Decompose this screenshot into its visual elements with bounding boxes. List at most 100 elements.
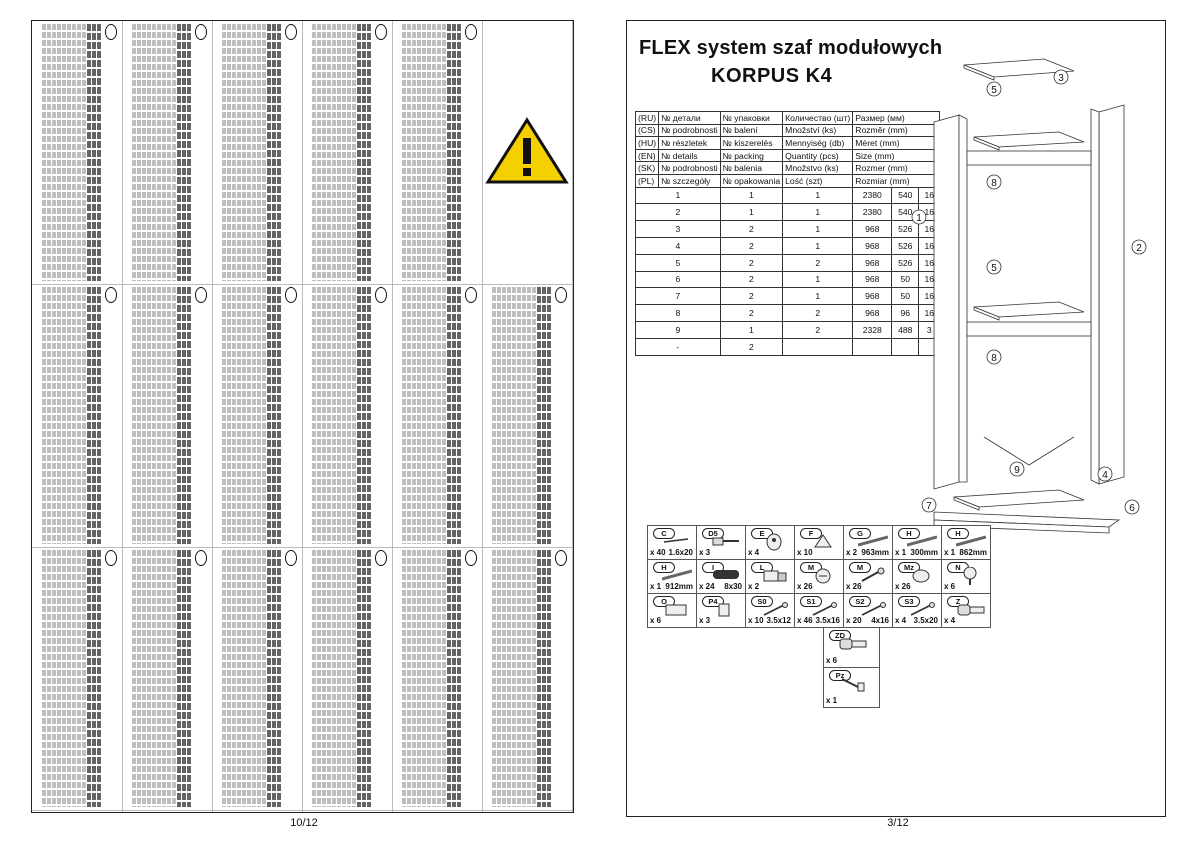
- warning-body-text: [417, 550, 421, 807]
- package-number: 2: [719, 304, 784, 322]
- warning-body-text: [427, 287, 431, 544]
- warning-body-text: [242, 550, 246, 807]
- diagram-part-label: 1: [916, 213, 922, 224]
- warning-block: [32, 547, 122, 810]
- parts-header-cell: № balení: [719, 123, 784, 138]
- hardware-quantity: x 4: [895, 616, 907, 625]
- warning-body-text: [317, 287, 321, 544]
- hardware-label: S0: [751, 596, 773, 607]
- hardware-label: F: [800, 528, 822, 539]
- warning-body-text: [507, 287, 511, 544]
- warning-body-text: [512, 287, 516, 544]
- warning-body-text: [172, 550, 176, 807]
- warning-body-text: [432, 550, 436, 807]
- hardware-quantity: x 4: [944, 616, 956, 625]
- quantity: 1: [782, 236, 854, 255]
- warning-body-text: [342, 287, 346, 544]
- warning-body-text: [422, 24, 426, 281]
- warning-bold-text: [537, 550, 541, 807]
- warning-body-text: [62, 24, 66, 281]
- hardware-label: L: [751, 562, 773, 573]
- quantity: 2: [782, 253, 854, 272]
- warning-bold-text: [457, 24, 461, 281]
- warning-heading: [465, 24, 477, 281]
- language-code: [195, 24, 207, 40]
- hardware-quantity: x 3: [699, 616, 711, 625]
- package-number: 2: [719, 236, 784, 255]
- warning-body-text: [137, 24, 141, 281]
- parts-header-cell: Množstvo (ks): [782, 161, 854, 175]
- size-value: 968: [852, 270, 893, 289]
- warning-body-text: [162, 550, 166, 807]
- warning-bold-text: [447, 550, 451, 807]
- shelf-support-icon: [766, 533, 782, 551]
- language-code: [465, 24, 477, 40]
- language-code: [555, 287, 567, 303]
- warning-body-text: [157, 24, 161, 281]
- warning-heading: [375, 287, 387, 544]
- warning-body-text: [72, 24, 76, 281]
- hardware-label: H: [653, 562, 675, 573]
- warning-body-text: [52, 550, 56, 807]
- size-value: 2380: [852, 203, 893, 222]
- parts-header-cell: (PL): [634, 173, 660, 188]
- warning-body-text: [72, 287, 76, 544]
- part-number: 8: [635, 304, 721, 322]
- language-code: [555, 550, 567, 566]
- size-value: 2380: [852, 186, 893, 205]
- warning-cell: [482, 21, 572, 285]
- hardware-quantity: x 2: [846, 548, 858, 557]
- warning-bold-text: [542, 550, 546, 807]
- hardware-quantity: x 26: [797, 582, 813, 591]
- parts-header-cell: (HU): [634, 136, 660, 150]
- warning-bold-text: [182, 287, 186, 544]
- warning-body-text: [312, 287, 316, 544]
- language-code: [195, 550, 207, 566]
- warning-body-text: [442, 287, 446, 544]
- plate-icon: [665, 604, 687, 616]
- warning-body-text: [412, 550, 416, 807]
- warning-body-text: [507, 550, 511, 807]
- part-number: 2: [635, 203, 721, 222]
- hardware-quantity: x 24: [699, 582, 715, 591]
- hardware-size: 8x30: [724, 582, 742, 591]
- warning-block: [302, 284, 392, 547]
- warning-body-text: [497, 287, 501, 544]
- warning-body-text: [417, 24, 421, 281]
- warning-heading: [105, 24, 117, 281]
- diagram-part-label: 4: [1102, 470, 1108, 481]
- warning-column: [212, 21, 303, 812]
- diagram-part-label: 2: [1136, 243, 1142, 254]
- hardware-quantity: x 40: [650, 548, 666, 557]
- warning-body-text: [322, 24, 326, 281]
- warning-bold-text: [267, 24, 271, 281]
- warning-heading: [285, 24, 297, 281]
- warning-body-text: [67, 550, 71, 807]
- warning-bold-text: [452, 550, 456, 807]
- rail-icon: [956, 535, 986, 547]
- parts-row: -2: [635, 337, 941, 356]
- language-code: [285, 287, 297, 303]
- warning-body-text: [532, 287, 536, 544]
- warning-block: [32, 284, 122, 547]
- warning-block: [212, 21, 302, 284]
- warning-bold-text: [92, 550, 96, 807]
- warning-body-text: [337, 287, 341, 544]
- hardware-quantity: x 26: [846, 582, 862, 591]
- warning-bold-text: [272, 550, 276, 807]
- warning-body-text: [157, 287, 161, 544]
- part-number: -: [635, 337, 721, 356]
- warning-body-text: [432, 24, 436, 281]
